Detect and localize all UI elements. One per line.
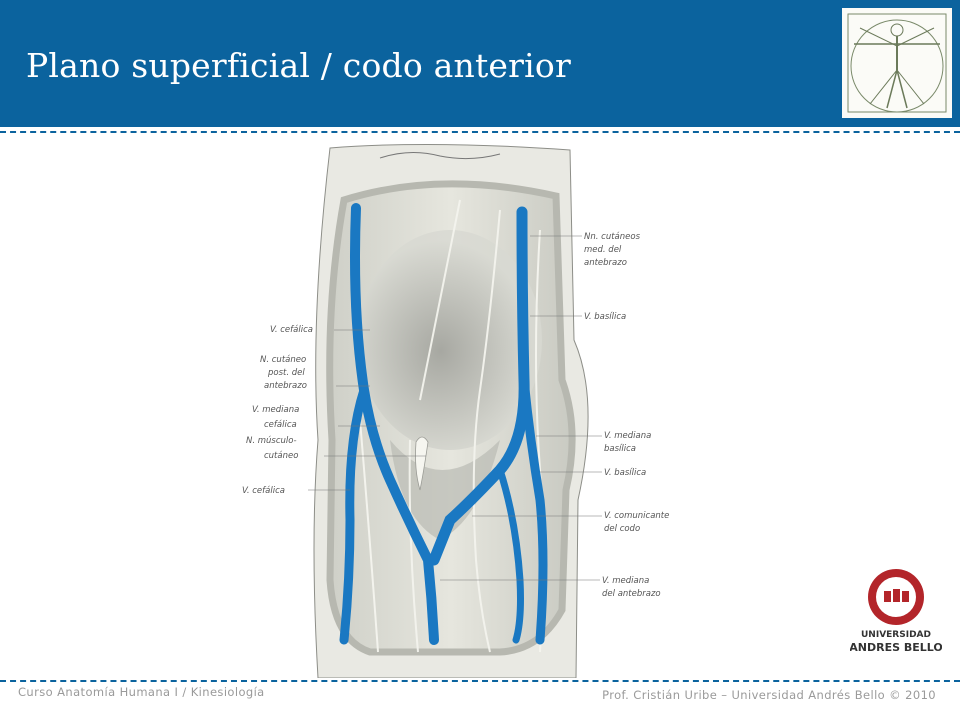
course-footer: Curso Anatomía Humana I / Kinesiología [18, 685, 265, 699]
logo-line2: ANDRES BELLO [850, 641, 942, 654]
label-vena-mediana-antebrazo-1: V. mediana [602, 576, 649, 586]
label-nervios-cutaneos-1: Nn. cutáneos [584, 232, 641, 242]
logo-line1: UNIVERSIDAD [861, 630, 931, 640]
elbow-anatomy-illustration: V. cefálica N. cutáneo post. del antebra… [242, 143, 669, 678]
bottom-divider [0, 680, 960, 682]
label-vena-cefalica-2: V. cefálica [242, 486, 285, 496]
label-nervio-musculocutaneo-2: cutáneo [264, 451, 298, 461]
label-nervios-cutaneos-3: antebrazo [584, 258, 627, 268]
vitruvian-man-image [842, 8, 952, 118]
label-nervio-cutaneo-1: N. cutáneo [260, 355, 306, 365]
label-vena-comunicante-1: V. comunicante [604, 511, 669, 521]
label-nervio-cutaneo-2: post. del [267, 368, 305, 378]
label-nervios-cutaneos-2: med. del [584, 245, 622, 255]
label-vena-cefalica-1: V. cefálica [270, 325, 313, 335]
top-divider [0, 131, 960, 133]
author-footer: Prof. Cristián Uribe – Universidad André… [602, 688, 936, 702]
label-vena-basilica-1: V. basílica [584, 312, 626, 322]
label-vena-mediana-cefalica-2: cefálica [264, 420, 297, 430]
label-vena-comunicante-2: del codo [604, 524, 640, 534]
label-nervio-musculocutaneo-1: N. músculo- [246, 436, 297, 446]
label-vena-mediana-basilica-1: V. mediana [604, 431, 651, 441]
label-vena-basilica-2: V. basílica [604, 468, 646, 478]
label-vena-mediana-cefalica-1: V. mediana [252, 405, 299, 415]
label-nervio-cutaneo-3: antebrazo [264, 381, 307, 391]
label-vena-mediana-antebrazo-2: del antebrazo [602, 589, 661, 599]
header-bar: Plano superficial / codo anterior [0, 0, 960, 127]
slide-title: Plano superficial / codo anterior [26, 46, 571, 85]
label-vena-mediana-basilica-2: basílica [604, 444, 636, 454]
university-logo: UNIVERSIDAD ANDRES BELLO [849, 565, 943, 655]
